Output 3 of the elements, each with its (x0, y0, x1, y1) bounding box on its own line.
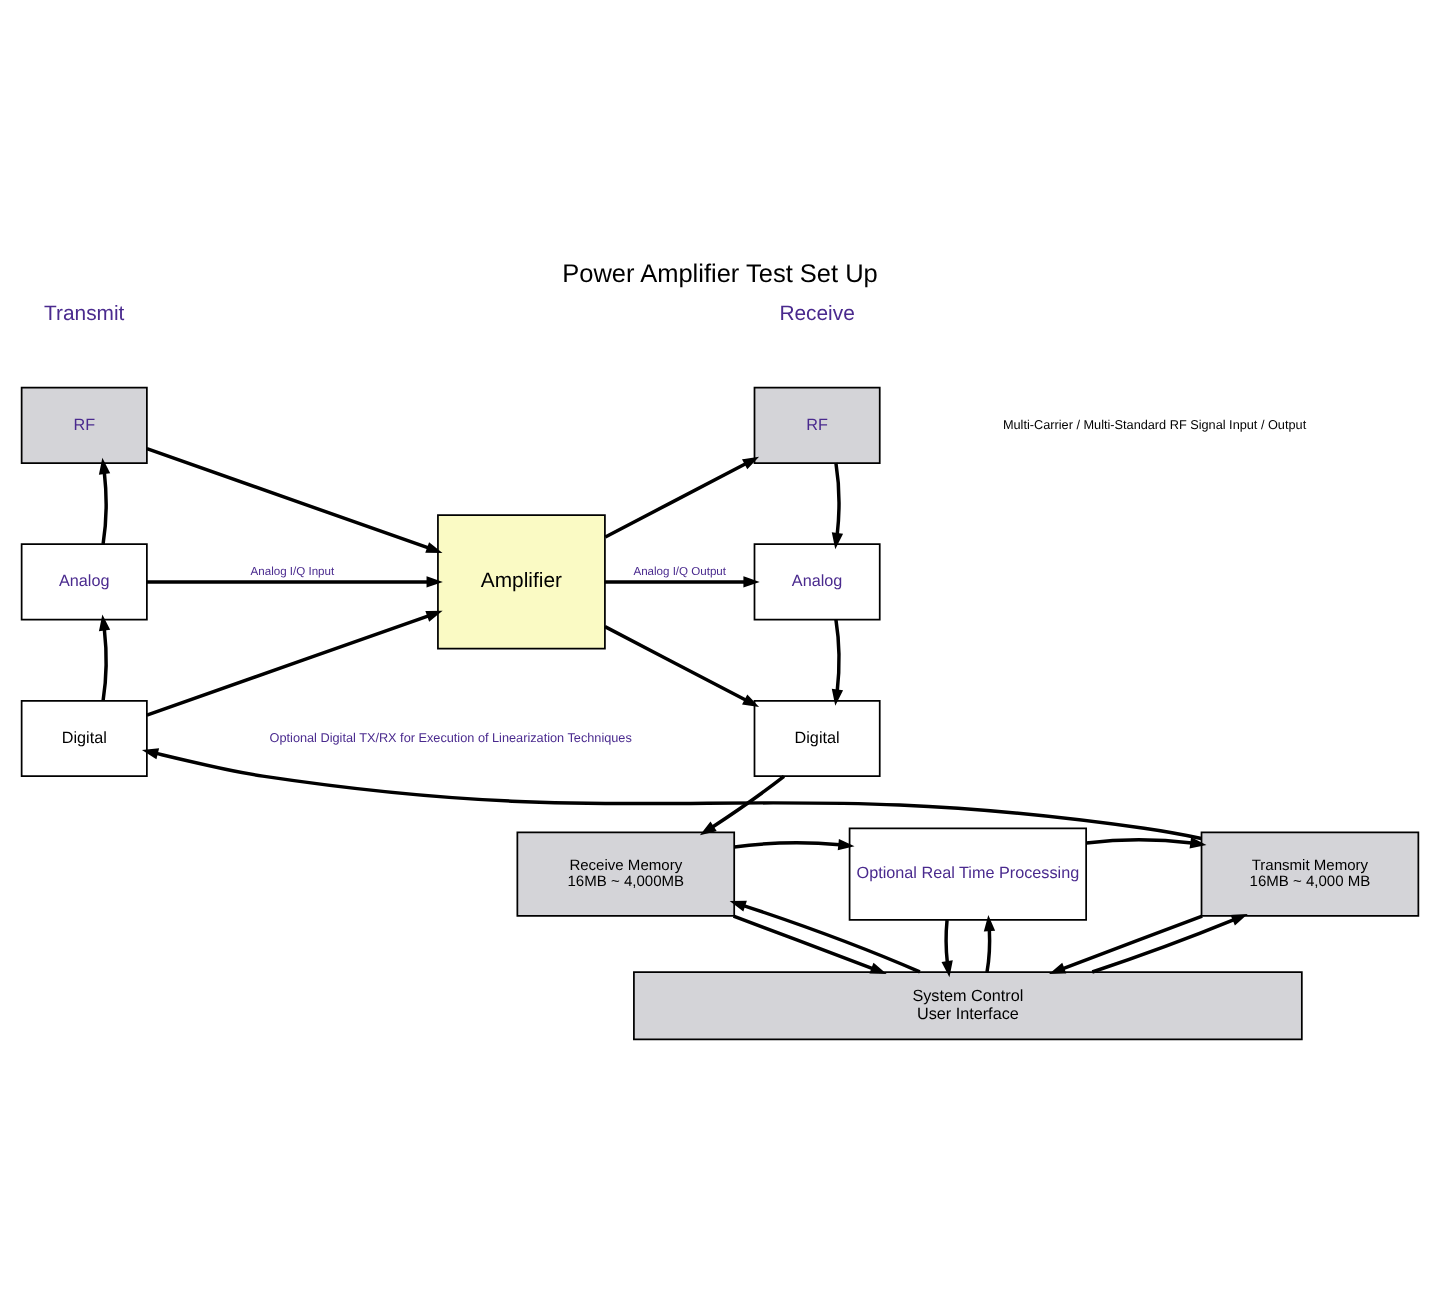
label: Receive (779, 302, 855, 325)
diagram-title: Power Amplifier Test Set Up (562, 256, 878, 287)
label: Transmit (44, 302, 125, 325)
